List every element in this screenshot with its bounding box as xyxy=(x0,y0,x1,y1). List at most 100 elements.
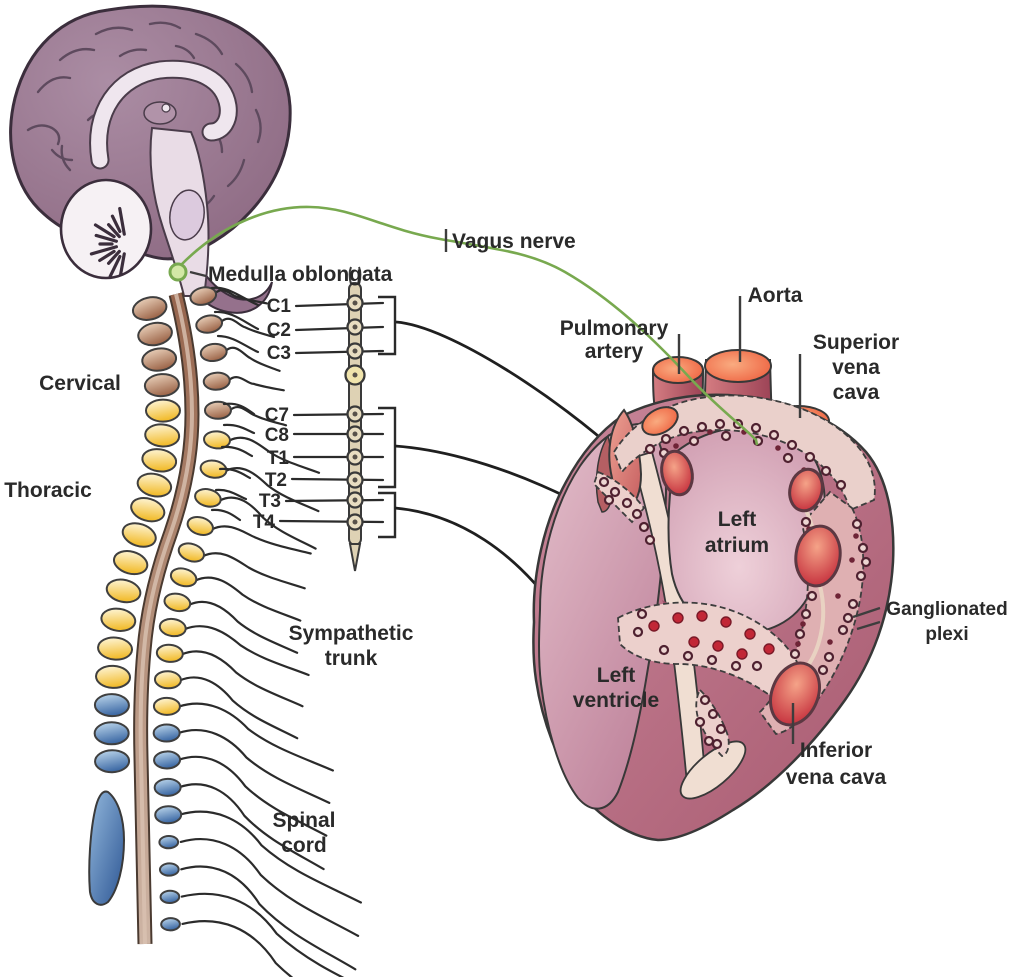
vertebra xyxy=(95,664,132,689)
ganglion-oval xyxy=(794,524,842,588)
vertebra xyxy=(141,448,178,473)
vertebra xyxy=(158,835,180,850)
plexus-ganglion-dot xyxy=(736,648,748,660)
plexus-dot xyxy=(703,735,715,747)
plexus-dot xyxy=(855,570,867,582)
vertebra xyxy=(199,342,228,363)
level-label-t2: T2 xyxy=(265,470,287,491)
plexus-dot xyxy=(857,542,869,554)
cervical-label: Cervical xyxy=(39,372,121,395)
vertebra xyxy=(136,472,173,498)
plexus-ganglion-dot xyxy=(696,610,708,622)
plexus-ganglion-dot xyxy=(744,628,756,640)
vertebra xyxy=(195,314,224,334)
plexus-dot xyxy=(851,518,863,530)
spinal-nerve xyxy=(213,289,268,305)
level-label-c2: C2 xyxy=(267,320,291,341)
plexus-dot xyxy=(842,612,854,624)
interthalamic-adhesion xyxy=(161,103,171,113)
chain-tail xyxy=(348,543,362,572)
vertebra xyxy=(199,459,228,479)
level-brackets xyxy=(378,295,397,539)
plexus-dot xyxy=(699,694,711,706)
vertebra xyxy=(153,670,182,690)
plexus-dot xyxy=(603,494,615,506)
vertebra xyxy=(130,497,166,523)
spinal-nerve xyxy=(178,783,325,871)
vertebra xyxy=(160,917,181,932)
inferior-vena-cava-label: vena cava xyxy=(786,766,887,789)
arrow-lower xyxy=(394,506,560,615)
bracket-t3-t4 xyxy=(378,491,397,539)
spinal-nerve xyxy=(218,496,317,550)
chain-ganglion-core xyxy=(352,519,358,525)
plexus-band-bottom xyxy=(617,601,800,702)
chain-ganglion-core xyxy=(352,372,358,378)
sacrum xyxy=(88,790,126,906)
spinal-nerve xyxy=(180,650,304,708)
superior-vena-cava-label: Superior xyxy=(813,331,899,354)
vertebra xyxy=(177,542,205,563)
spinal-nerve-fan xyxy=(177,289,362,977)
spinal-nerve xyxy=(228,405,288,427)
plexus-dot xyxy=(800,621,806,627)
spinal-nerve xyxy=(227,436,321,474)
vagus-nerve-label: Vagus nerve xyxy=(452,230,576,253)
plexus-ganglion-dot xyxy=(712,640,724,652)
vertebra xyxy=(113,550,149,576)
pulmonary-artery-label: artery xyxy=(585,340,644,363)
spinal-nerve xyxy=(188,600,299,654)
cerebellum-folia xyxy=(93,223,116,239)
labels: Vagus nerve Medulla oblongata Cervical T… xyxy=(4,230,1007,857)
plexus-dot xyxy=(794,628,806,640)
pons xyxy=(169,189,205,241)
plexus-dot xyxy=(751,660,763,672)
plexus-dot xyxy=(795,641,801,647)
chain-horns xyxy=(348,266,362,285)
vertebra xyxy=(137,321,173,347)
plexus-strip-lower xyxy=(695,688,730,758)
vertebra xyxy=(152,723,181,743)
vertebra xyxy=(93,721,130,746)
ganglionated-plexi-label: plexi xyxy=(925,624,968,645)
chain-ganglion-core xyxy=(352,348,358,354)
plexus-dot xyxy=(817,664,829,676)
spinal-nerve xyxy=(194,576,302,622)
vertebra xyxy=(144,398,181,423)
spinal-nerve xyxy=(210,525,312,555)
plexus-dot xyxy=(696,421,708,433)
plexus-dot xyxy=(636,608,648,620)
plexus-dot xyxy=(860,556,872,568)
spinal-nerve xyxy=(177,755,328,837)
chain-ganglion-core xyxy=(352,477,358,483)
plexus-dot xyxy=(714,418,726,430)
vertebra xyxy=(202,371,231,391)
plexus-dot xyxy=(688,435,700,447)
vertebra xyxy=(141,347,178,372)
left-atrium-label: Left xyxy=(718,508,757,531)
vertebra xyxy=(203,400,232,420)
plexus-dot xyxy=(789,648,801,660)
brain xyxy=(9,4,292,314)
plexus-dot xyxy=(631,508,643,520)
vertebra xyxy=(186,515,214,536)
chain-ganglion-core xyxy=(352,300,358,306)
vertebra xyxy=(155,643,184,663)
vertebra xyxy=(143,373,180,398)
level-label-c8: C8 xyxy=(265,425,289,446)
plexus-ganglion-dot xyxy=(648,620,660,632)
medulla-leader xyxy=(189,270,207,278)
ganglion-oval xyxy=(788,467,824,513)
plexus-dot xyxy=(673,443,679,449)
cerebellum-folia xyxy=(118,206,126,236)
left-atrium-label: atrium xyxy=(705,534,769,557)
level-label-c7: C7 xyxy=(265,405,289,426)
chain-ganglion-core xyxy=(352,497,358,503)
plexus-dot xyxy=(660,433,672,445)
plexus-dot xyxy=(820,465,832,477)
plexus-dot xyxy=(609,486,621,498)
spinal-nerve xyxy=(179,837,360,937)
spinal-cord-label: cord xyxy=(281,834,327,857)
